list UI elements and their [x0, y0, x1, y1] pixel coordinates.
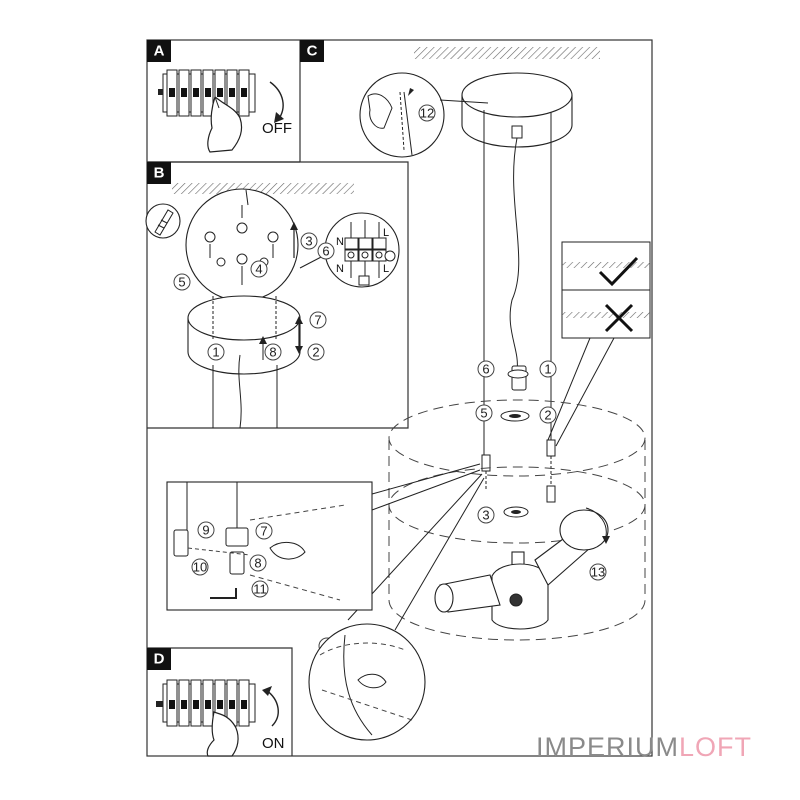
step-b-3: 3	[305, 234, 312, 249]
wire-label-l-bottom: L	[383, 263, 389, 275]
panel-c-tag	[300, 40, 324, 62]
power-cord	[509, 137, 520, 371]
panel-d-letter: D	[154, 651, 165, 668]
wire-label-n-bottom: N	[336, 263, 344, 275]
off-label: OFF	[262, 120, 292, 137]
panel-c: C	[300, 40, 651, 741]
panel-d-border	[147, 647, 293, 756]
panel-d: D ON	[147, 648, 285, 757]
step-inset-11: 11	[253, 582, 267, 597]
outer-frame	[146, 39, 653, 757]
panel-b-letter: B	[154, 165, 165, 182]
step-c-13: 13	[591, 565, 605, 580]
wire-label-n-top: N	[336, 236, 344, 248]
step-b-2: 2	[312, 345, 319, 360]
panel-a: A OFF	[147, 40, 292, 153]
check-insets	[561, 241, 651, 339]
terminal-block	[344, 220, 396, 286]
step-c-2: 2	[544, 408, 551, 423]
screw-magnifier	[359, 72, 445, 158]
shade-attach-inset: 7 8 9 10 11	[166, 481, 373, 611]
on-label: ON	[262, 735, 285, 752]
panel-b-tag	[147, 162, 171, 184]
step-c-5: 5	[480, 406, 487, 421]
step-b-6: 6	[322, 244, 329, 259]
step-b-8: 8	[269, 345, 276, 360]
step-b-5: 5	[178, 275, 185, 290]
step-c-6: 6	[482, 362, 489, 377]
mounting-screws	[204, 205, 279, 285]
ceiling-hatch-b	[172, 183, 354, 194]
step-inset-8: 8	[254, 556, 261, 571]
step-b-7: 7	[314, 313, 321, 328]
panel-a-tag	[147, 40, 171, 62]
wire-label-l-top: L	[383, 227, 389, 239]
steps-b	[173, 232, 335, 361]
steps-inset	[191, 521, 273, 598]
step-inset-9: 9	[202, 523, 209, 538]
canopy-b	[187, 295, 301, 375]
shade-outline	[388, 399, 646, 641]
step-c-3: 3	[482, 508, 489, 523]
panel-c-letter: C	[307, 43, 318, 60]
step-b-1: 1	[212, 345, 219, 360]
lamp-body	[434, 509, 609, 630]
ceiling-hatch-c	[414, 47, 600, 59]
panel-b: B N L N L	[145, 162, 400, 429]
canopy-c	[461, 72, 573, 148]
step-c-12: 12	[420, 106, 434, 121]
step-inset-7: 7	[260, 524, 267, 539]
panel-d-tag	[147, 648, 171, 670]
step-c-1: 1	[544, 362, 551, 377]
check-icon	[598, 256, 639, 287]
hand-d	[206, 711, 239, 757]
brand-part-1: IMPERIUM	[536, 732, 679, 762]
panel-a-letter: A	[154, 43, 165, 60]
step-b-4: 4	[255, 262, 262, 277]
brand-logo: IMPERIUMLOFT	[536, 732, 752, 763]
hand-a	[207, 96, 243, 153]
brand-part-2: LOFT	[679, 732, 753, 762]
step-inset-10: 10	[193, 560, 207, 575]
